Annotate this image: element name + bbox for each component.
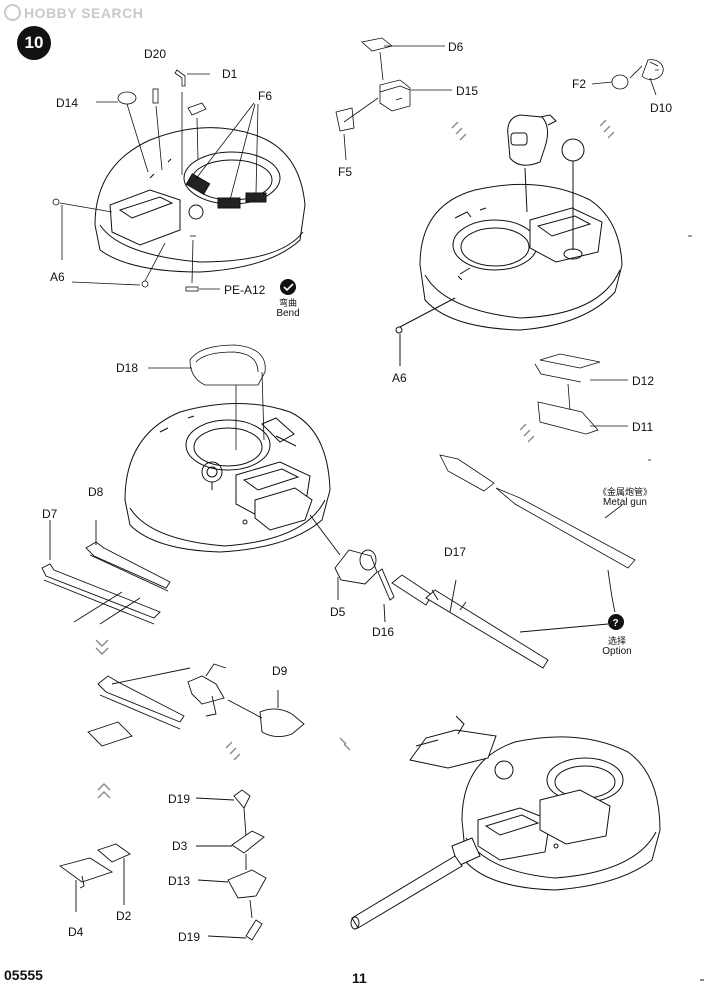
label-d20: D20 [144, 47, 167, 61]
option-question-icon [608, 614, 624, 630]
label-f2: F2 [572, 77, 587, 91]
bend-en: Bend [276, 308, 300, 320]
label-d1: D1 [222, 67, 238, 81]
label-d3: D3 [172, 839, 188, 853]
turret-bottom-right [350, 715, 704, 981]
watermark-logo-icon [4, 4, 21, 21]
label-d18: D18 [116, 361, 139, 375]
label-a6-left: A6 [50, 270, 65, 284]
svg-text:?: ? [613, 618, 619, 629]
label-d19-bottom: D19 [178, 930, 201, 944]
metal-gun-en: Metal gun [603, 497, 647, 509]
label-f5: F5 [338, 165, 353, 179]
label-d16: D16 [372, 625, 395, 639]
label-d17: D17 [444, 545, 467, 559]
label-d15: D15 [456, 84, 479, 98]
parts-middle [148, 344, 651, 569]
label-f6: F6 [258, 89, 273, 103]
label-d4: D4 [68, 925, 84, 939]
step-number-badge: 10 [17, 26, 51, 60]
page-number: 11 [352, 970, 367, 986]
bend-note: 弯曲 Bend [272, 298, 304, 320]
label-d2: D2 [116, 909, 132, 923]
parts-stack [195, 789, 267, 941]
option-en: Option [602, 646, 632, 658]
bend-cn: 弯曲 [278, 298, 297, 308]
leaders-top-left [52, 69, 259, 292]
gun-d17 [309, 514, 616, 669]
label-a6-right: A6 [392, 371, 407, 385]
label-d14: D14 [56, 96, 79, 110]
rails-left [41, 520, 171, 655]
label-d6: D6 [448, 40, 464, 54]
label-pe-a12: PE-A12 [224, 283, 266, 297]
label-d12: D12 [632, 374, 655, 388]
parts-top-right [335, 37, 692, 237]
option-cn: 选择 [607, 636, 626, 646]
label-d9: D9 [272, 664, 288, 678]
label-d11: D11 [632, 420, 654, 434]
product-code: 05555 [4, 967, 43, 983]
parts-d2-d4 [58, 843, 131, 912]
turret-top-left [94, 127, 306, 273]
label-d13: D13 [168, 874, 191, 888]
label-d7: D7 [42, 507, 58, 521]
label-d10: D10 [650, 101, 673, 115]
rail-assembly [87, 663, 351, 799]
turret-middle [124, 403, 331, 553]
option-note: 选择 Option [600, 636, 634, 658]
watermark: HOBBY SEARCH [4, 4, 143, 21]
bend-check-icon [280, 279, 296, 295]
turret-top-right [395, 114, 623, 366]
label-d8: D8 [88, 485, 104, 499]
metal-gun-cn: 《金属炮管》 [597, 487, 652, 497]
label-d19-top: D19 [168, 792, 191, 806]
metal-gun-note: 《金属炮管》 Metal gun [592, 487, 658, 509]
label-d5: D5 [330, 605, 346, 619]
